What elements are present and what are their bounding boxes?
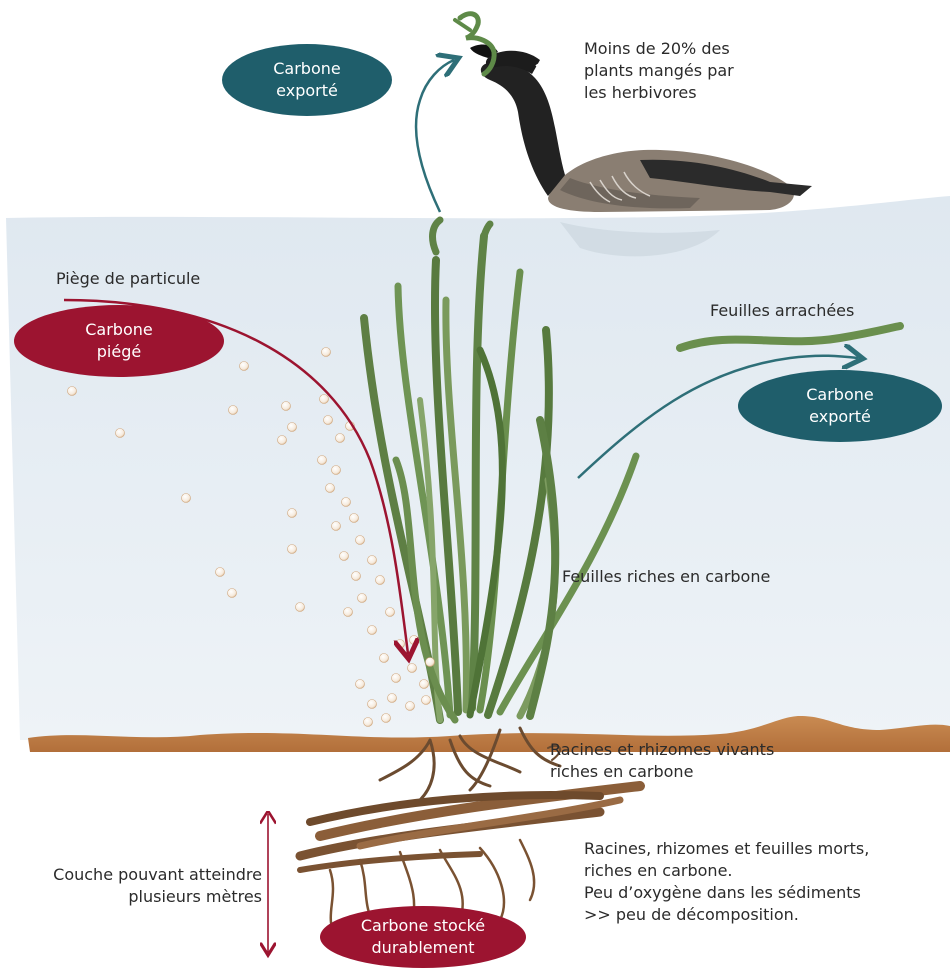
rich-leaves-label: Feuilles riches en carbone (562, 566, 770, 588)
badge-line: Carbone (806, 384, 873, 406)
herbivores-label: Moins de 20% des plants mangés par les h… (584, 38, 734, 104)
dead-roots-label: Racines, rhizomes et feuilles morts, ric… (584, 838, 869, 926)
particle-trap-label: Piège de particule (56, 268, 200, 290)
label-line: plusieurs mètres (12, 886, 262, 908)
badge-line: exporté (806, 406, 873, 428)
label-line: Peu d’oxygène dans les sédiments (584, 882, 869, 904)
torn-leaves-label: Feuilles arrachées (710, 300, 854, 322)
badge-line: Carbone stocké (361, 915, 485, 937)
label-line: Moins de 20% des (584, 38, 734, 60)
label-line: Racines, rhizomes et feuilles morts, (584, 838, 869, 860)
layer-label: Couche pouvant atteindre plusieurs mètre… (12, 864, 262, 908)
label-line: >> peu de décomposition. (584, 904, 869, 926)
label-line: riches en carbone. (584, 860, 869, 882)
badge-line: piégé (85, 341, 152, 363)
live-roots-label: Racines et rhizomes vivants riches en ca… (550, 739, 774, 783)
label-line: riches en carbone (550, 761, 774, 783)
export-arrow-top (416, 60, 454, 212)
badge-line: durablement (361, 937, 485, 959)
label-line: Racines et rhizomes vivants (550, 739, 774, 761)
badge-line: Carbone (273, 58, 340, 80)
badge-line: Carbone (85, 319, 152, 341)
label-line: Couche pouvant atteindre (12, 864, 262, 886)
label-line: plants mangés par (584, 60, 734, 82)
badge-line: exporté (273, 80, 340, 102)
label-line: les herbivores (584, 82, 734, 104)
